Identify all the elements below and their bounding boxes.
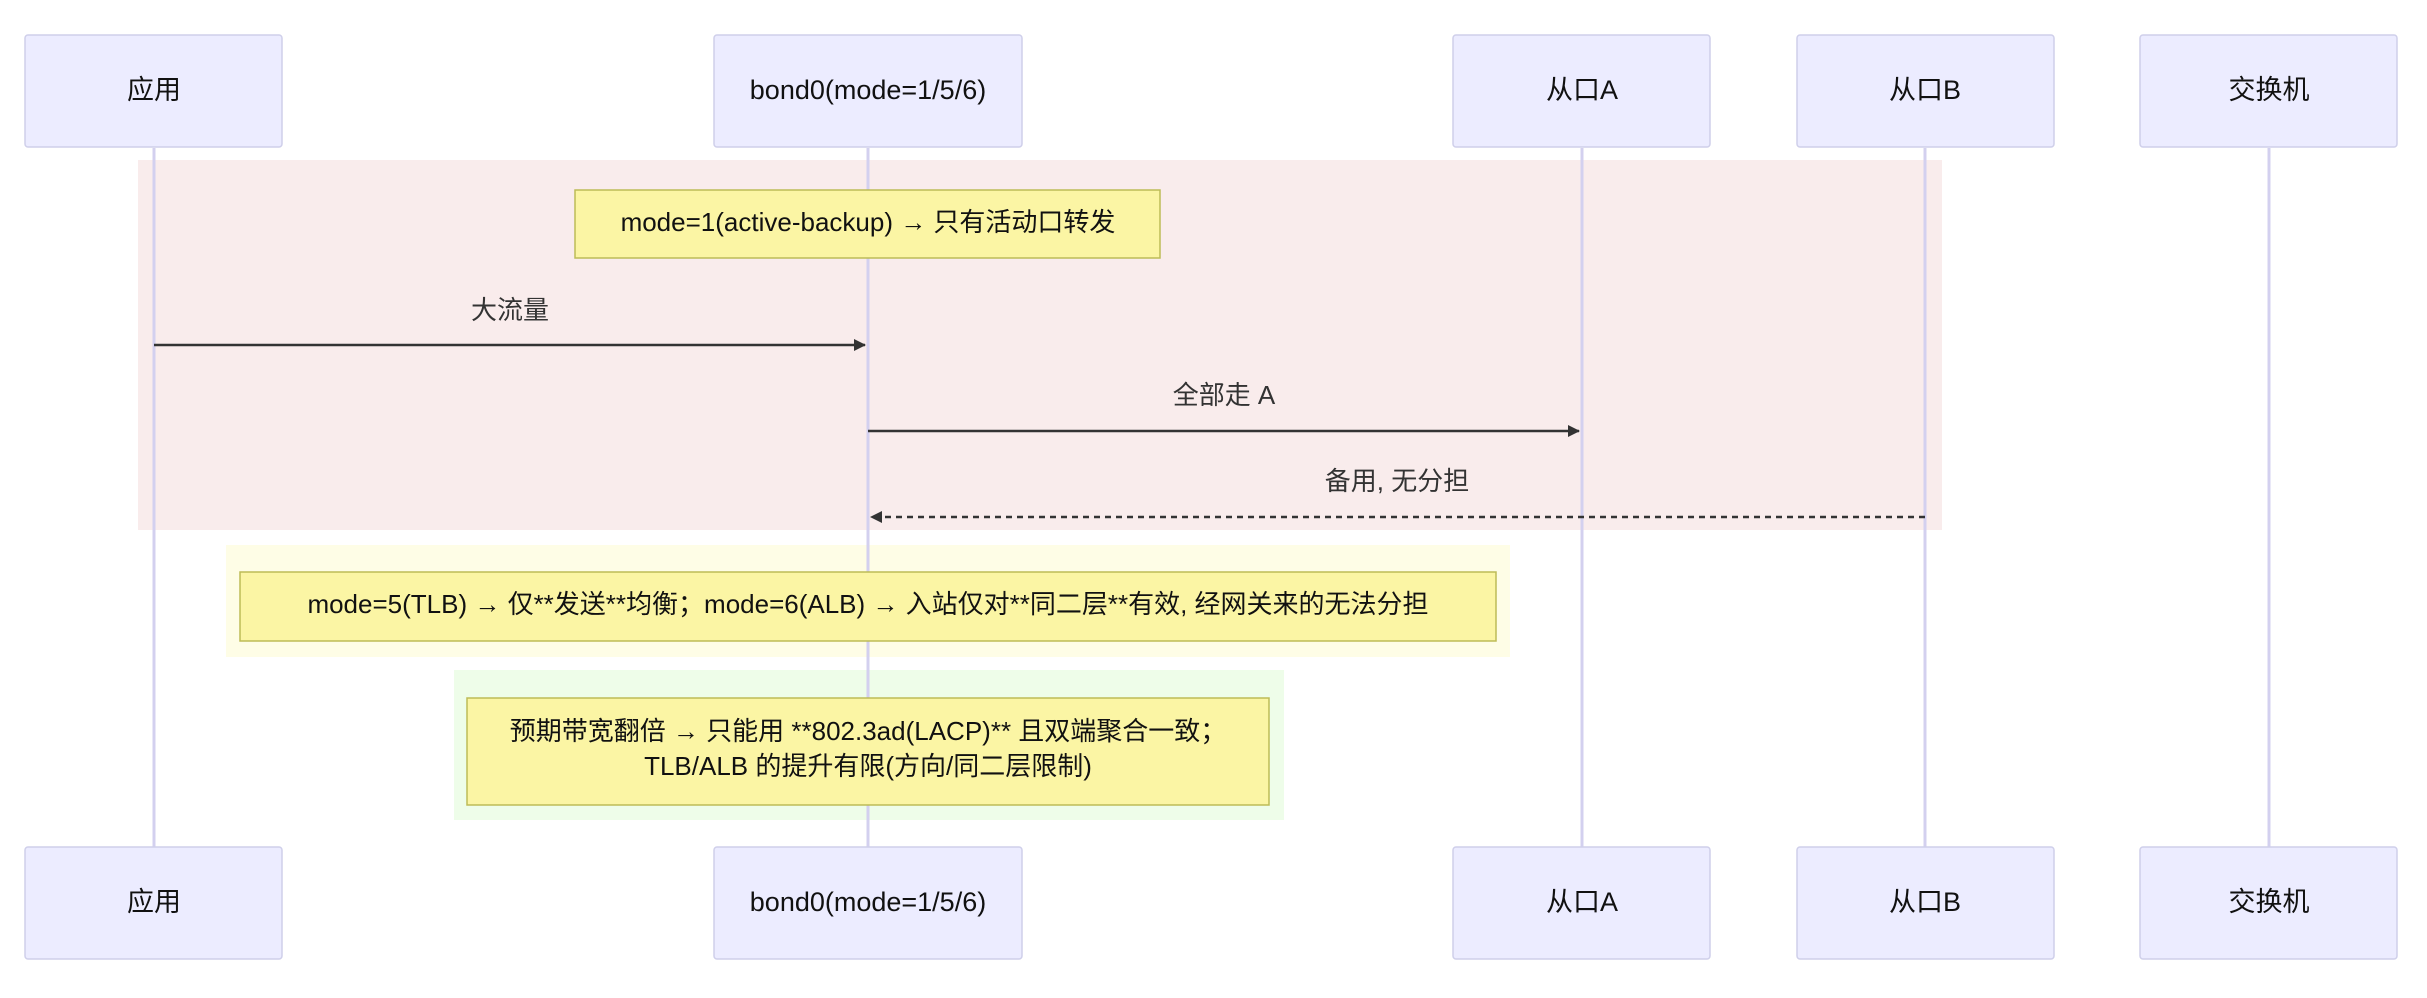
note-mode1: mode=1(active-backup) → 只有活动口转发 (574, 189, 1161, 259)
message-all-via-a: 全部走 A (868, 380, 1580, 437)
actor-top-slave-b: 从口B (1796, 34, 2055, 148)
message-label: 备用, 无分担 (1325, 466, 1469, 496)
note-text-line2: TLB/ALB 的提升有限(方向/同二层限制) (644, 751, 1092, 781)
actor-label: 交换机 (2229, 75, 2310, 105)
actor-label: 从口B (1889, 887, 1961, 917)
actor-label: bond0(mode=1/5/6) (750, 887, 986, 917)
actor-bottom-switch: 交换机 (2139, 846, 2398, 960)
actor-label: 交换机 (2229, 887, 2310, 917)
message-label: 大流量 (471, 295, 549, 325)
actor-label: 从口B (1889, 75, 1961, 105)
actor-label: 从口A (1546, 887, 1618, 917)
actor-label: 应用 (127, 75, 181, 105)
actor-bottom-slave-a: 从口A (1452, 846, 1711, 960)
actor-top-app: 应用 (24, 34, 283, 148)
message-label: 全部走 A (1173, 380, 1276, 410)
actor-top-slave-a: 从口A (1452, 34, 1711, 148)
actor-bottom-slave-b: 从口B (1796, 846, 2055, 960)
note-text: mode=1(active-backup) → 只有活动口转发 (621, 207, 1116, 237)
message-backup-no-share: 备用, 无分担 (870, 466, 1925, 523)
note-expectation: 预期带宽翻倍 → 只能用 **802.3ad(LACP)** 且双端聚合一致； … (466, 697, 1270, 806)
actor-top-bond: bond0(mode=1/5/6) (713, 34, 1023, 148)
message-large-traffic: 大流量 (154, 295, 866, 351)
note-text: mode=5(TLB) → 仅**发送**均衡；mode=6(ALB) → 入站… (307, 589, 1428, 619)
actor-label: 应用 (127, 887, 181, 917)
actor-bottom-app: 应用 (24, 846, 283, 960)
actor-label: bond0(mode=1/5/6) (750, 75, 986, 105)
actor-bottom-bond: bond0(mode=1/5/6) (713, 846, 1023, 960)
actor-top-switch: 交换机 (2139, 34, 2398, 148)
note-mode56: mode=5(TLB) → 仅**发送**均衡；mode=6(ALB) → 入站… (239, 571, 1497, 642)
note-text-line1: 预期带宽翻倍 → 只能用 **802.3ad(LACP)** 且双端聚合一致； (510, 716, 1227, 746)
actor-label: 从口A (1546, 75, 1618, 105)
